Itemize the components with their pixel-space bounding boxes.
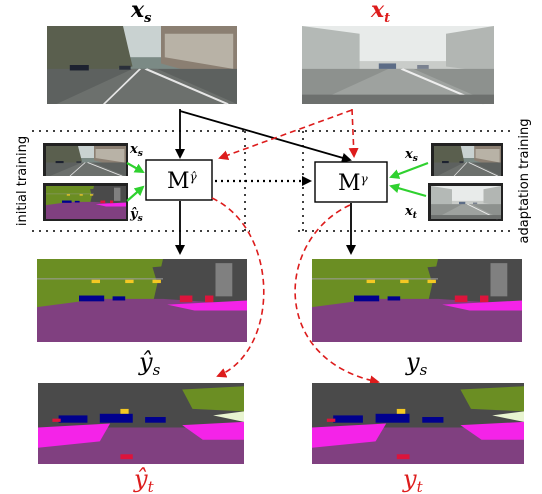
initial-training-label: initial training (15, 136, 30, 226)
seg-output-target-adapted (312, 383, 524, 464)
right-thumb-top-label: xs (404, 147, 418, 164)
label-ys-hat: ŷs (138, 348, 161, 379)
label-ys: ys (405, 348, 428, 379)
seg-output-initial (35, 257, 249, 344)
source-image (45, 24, 239, 106)
arrow-adapted-to-target-output (294, 204, 380, 386)
left-thumb-top (43, 143, 128, 177)
model-adapted-box: Mγ (314, 161, 388, 203)
seg-output-target-initial (38, 383, 244, 464)
model-initial-box: Mγ̂ (145, 159, 213, 201)
arrow-target-to-initial (218, 109, 353, 160)
right-thumb-bottom-label: xt (404, 204, 418, 221)
svg-text:Mγ: Mγ (338, 171, 369, 196)
right-thumb-bottom (428, 183, 503, 221)
arrow-initial-to-target-output (211, 197, 265, 378)
label-xt: xt (370, 0, 390, 26)
arrow-green-right-bottom (389, 183, 427, 198)
label-yt-hat: ŷt (133, 465, 155, 494)
left-thumb-top-label: xs (129, 142, 143, 159)
label-xs: xs (130, 0, 152, 26)
seg-output-adapted (310, 257, 524, 344)
target-image (300, 24, 496, 106)
arrow-source-to-adapted (179, 110, 352, 163)
arrow-target-to-adapted (348, 108, 359, 158)
arrow-green-left-top (126, 162, 145, 173)
label-yt: yt (402, 465, 424, 494)
arrow-green-right-top (389, 161, 429, 179)
adaptation-training-label: adaptation training (517, 119, 532, 244)
right-thumb-top (431, 143, 503, 177)
svg-text:Mγ̂: Mγ̂ (167, 169, 198, 194)
arrow-green-left-bottom (126, 185, 145, 202)
left-thumb-bottom (43, 183, 128, 221)
left-thumb-bottom-label: ŷs (129, 207, 143, 224)
